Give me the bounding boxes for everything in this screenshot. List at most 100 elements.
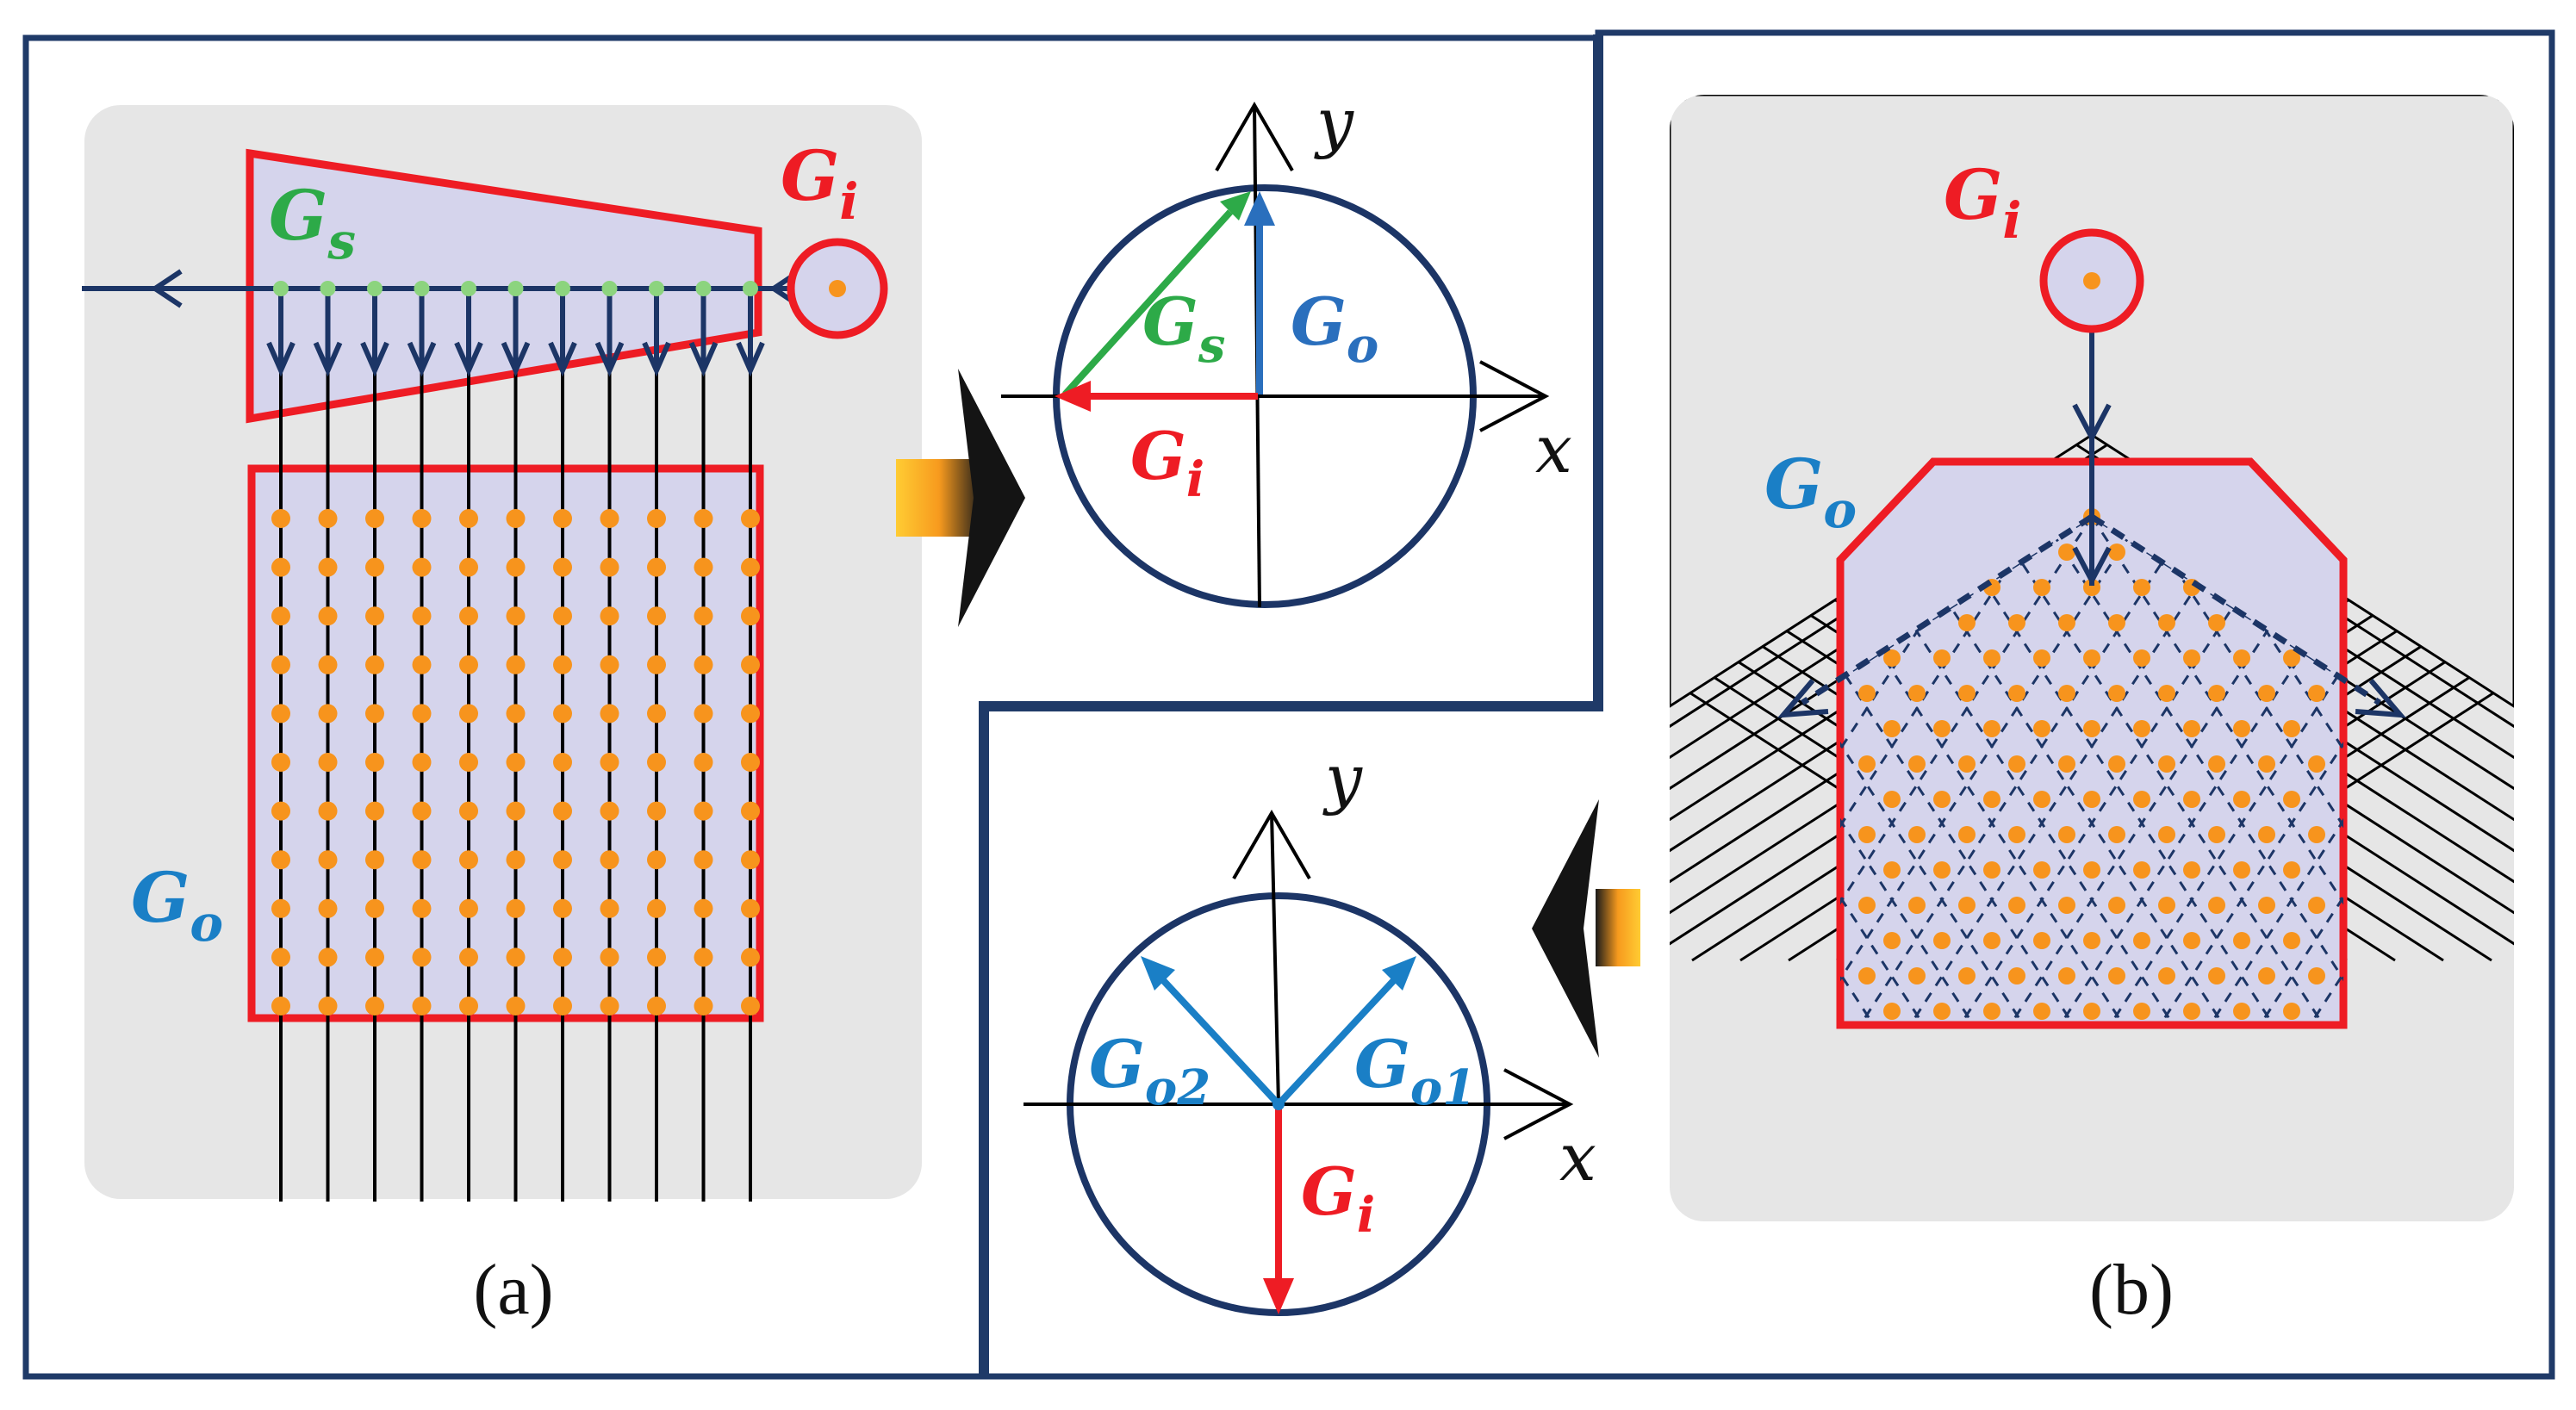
orange-dot <box>741 801 760 821</box>
orange-dot <box>318 753 338 772</box>
down-arrow-head <box>266 341 296 377</box>
orange-dot <box>271 557 290 577</box>
orange-dot <box>600 606 619 626</box>
panel-a-green-dots <box>273 281 758 296</box>
green-dot <box>273 281 289 296</box>
orange-dot <box>318 704 338 724</box>
orange-dot <box>412 947 432 967</box>
vector-diagram-top: Gs Go Gi y x <box>1001 84 1572 608</box>
orange-dot <box>506 655 526 674</box>
lattice-dot <box>2008 755 2025 773</box>
lattice-dot <box>1908 897 1926 914</box>
bottom-go2-vector <box>1160 978 1281 1107</box>
orange-dot <box>694 947 713 967</box>
lattice-dot <box>1883 720 1901 737</box>
top-label-go: Go <box>1291 283 1378 374</box>
divider-frame <box>979 34 1603 1376</box>
lattice-dot <box>2258 826 2275 843</box>
orange-dot <box>365 606 384 626</box>
panel-b: Gi Go (b) <box>1670 95 2576 1330</box>
orange-dot <box>506 606 526 626</box>
orange-dot <box>459 753 478 772</box>
orange-dot <box>459 704 478 724</box>
lattice-dot <box>2008 826 2025 843</box>
orange-dot <box>271 898 290 918</box>
lattice-dot <box>1908 685 1926 702</box>
panel-a-orange-dots <box>271 509 760 1016</box>
orange-dot <box>694 509 713 528</box>
label-gi-b: Gi <box>1944 154 2021 250</box>
lattice-dot <box>2158 826 2175 843</box>
lattice-dot <box>2208 685 2225 702</box>
orange-dot <box>459 655 478 674</box>
orange-dot <box>271 850 290 870</box>
down-arrow-head <box>688 341 719 377</box>
orange-dot <box>741 655 760 674</box>
lattice-dot <box>2183 649 2200 667</box>
orange-dot <box>412 606 432 626</box>
lattice-dot <box>2033 861 2050 879</box>
orange-dot <box>459 850 478 870</box>
lattice-dot <box>2283 861 2300 879</box>
lattice-dot <box>1908 755 1926 773</box>
orange-dot <box>553 655 572 674</box>
lattice-line <box>1840 517 2343 1022</box>
lattice-dot <box>2133 791 2150 808</box>
orange-dot <box>318 655 338 674</box>
orange-dot <box>600 557 619 577</box>
orange-dot <box>271 947 290 967</box>
lattice-line <box>2542 517 2576 1309</box>
lattice-dot <box>2308 897 2325 914</box>
right-diagonal-arrowhead <box>2355 679 2406 718</box>
orange-dot <box>600 898 619 918</box>
orange-dot <box>506 947 526 967</box>
orange-dot <box>694 753 713 772</box>
lattice-dot <box>2233 861 2250 879</box>
lattice-dot <box>2208 967 2225 985</box>
orange-dot <box>647 947 666 967</box>
orange-dot <box>600 509 619 528</box>
caption-a: (a) <box>473 1250 553 1330</box>
caption-b: (b) <box>2089 1250 2174 1330</box>
orange-dot <box>553 997 572 1016</box>
lattice-dot <box>2158 614 2175 631</box>
orange-dot <box>647 753 666 772</box>
lattice-dot <box>1883 1003 1901 1020</box>
lattice-line <box>2140 517 2343 1022</box>
transition-arrow-b <box>1532 799 1640 1058</box>
label-gi-a: Gi <box>781 135 858 231</box>
orange-dot <box>459 898 478 918</box>
lattice-dot <box>1958 826 1976 843</box>
orange-dot <box>365 947 384 967</box>
lattice-dot <box>2158 685 2175 702</box>
lattice-dot <box>1858 826 1876 843</box>
lattice-dot <box>2283 720 2300 737</box>
lattice-dot <box>2108 826 2125 843</box>
top-axis-y-label: y <box>1314 84 1354 160</box>
lattice-dot <box>1858 685 1876 702</box>
bottom-go1-arrowhead <box>1382 956 1416 991</box>
vector-diagram-bottom: Go2 Go1 Gi y x <box>1024 740 1596 1316</box>
lattice-dot <box>2283 1003 2300 1020</box>
lattice-dot <box>2008 614 2025 631</box>
orange-dot <box>647 850 666 870</box>
green-dot <box>695 281 712 296</box>
lattice-dot <box>1933 932 1951 949</box>
lattice-dot <box>2183 861 2200 879</box>
lattice-line <box>1940 517 2343 1022</box>
lattice-dot <box>2083 791 2100 808</box>
lattice-dot <box>2008 685 2025 702</box>
green-dot <box>555 281 570 296</box>
down-arrow-head <box>501 341 531 377</box>
lattice-dot <box>1858 755 1876 773</box>
green-dot <box>507 281 524 296</box>
orange-dot <box>318 801 338 821</box>
lattice-dot <box>2008 967 2025 985</box>
lattice-dot <box>2233 932 2250 949</box>
orange-dot <box>412 753 432 772</box>
orange-dot <box>271 801 290 821</box>
lattice-dot <box>1983 1003 2000 1020</box>
label-gs-a: Gs <box>269 175 356 270</box>
lattice-dot <box>2133 932 2150 949</box>
top-gs-vector <box>1062 209 1233 397</box>
